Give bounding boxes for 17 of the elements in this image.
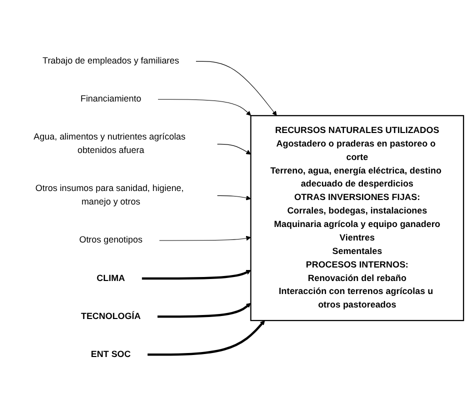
arrow xyxy=(148,320,266,356)
node-text: CLIMA xyxy=(96,274,126,284)
node-text: Trabajo de empleados y familiares xyxy=(42,56,180,66)
node-text: TECNOLOGÍA xyxy=(80,312,141,322)
node-text: Otros insumos para sanidad, higiene, manejo y otros xyxy=(35,184,184,207)
arrow xyxy=(216,144,252,154)
arrow xyxy=(142,270,252,280)
arrow xyxy=(196,61,277,116)
node-text: Financiamiento xyxy=(80,94,142,104)
arrow xyxy=(158,302,252,318)
node-text: Otros genotipos xyxy=(79,235,142,245)
arrow xyxy=(158,99,252,116)
arrow xyxy=(158,236,252,241)
node-text: ENT SOC xyxy=(90,350,131,360)
node-text: Agua, alimentos y nutrientes agrícolas obtenidos afuera xyxy=(34,132,186,156)
node-box: RECURSOS NATURALES UTILIZADOS Agostadero o praderas en pastoreo o corte Terreno, agua, energía eléctrica, destino adecuado de desperdicios OTRAS INVERSIONES FIJAS: Corrales, bodegas, instalaciones Maquinaria agrícola y equipo ganadero Vientres Sementales PROCESOS INTERNOS: Renovación del rebaño Interacción con terrenos agrícolas u otros pastoreados xyxy=(250,115,464,322)
arrow xyxy=(216,195,252,200)
